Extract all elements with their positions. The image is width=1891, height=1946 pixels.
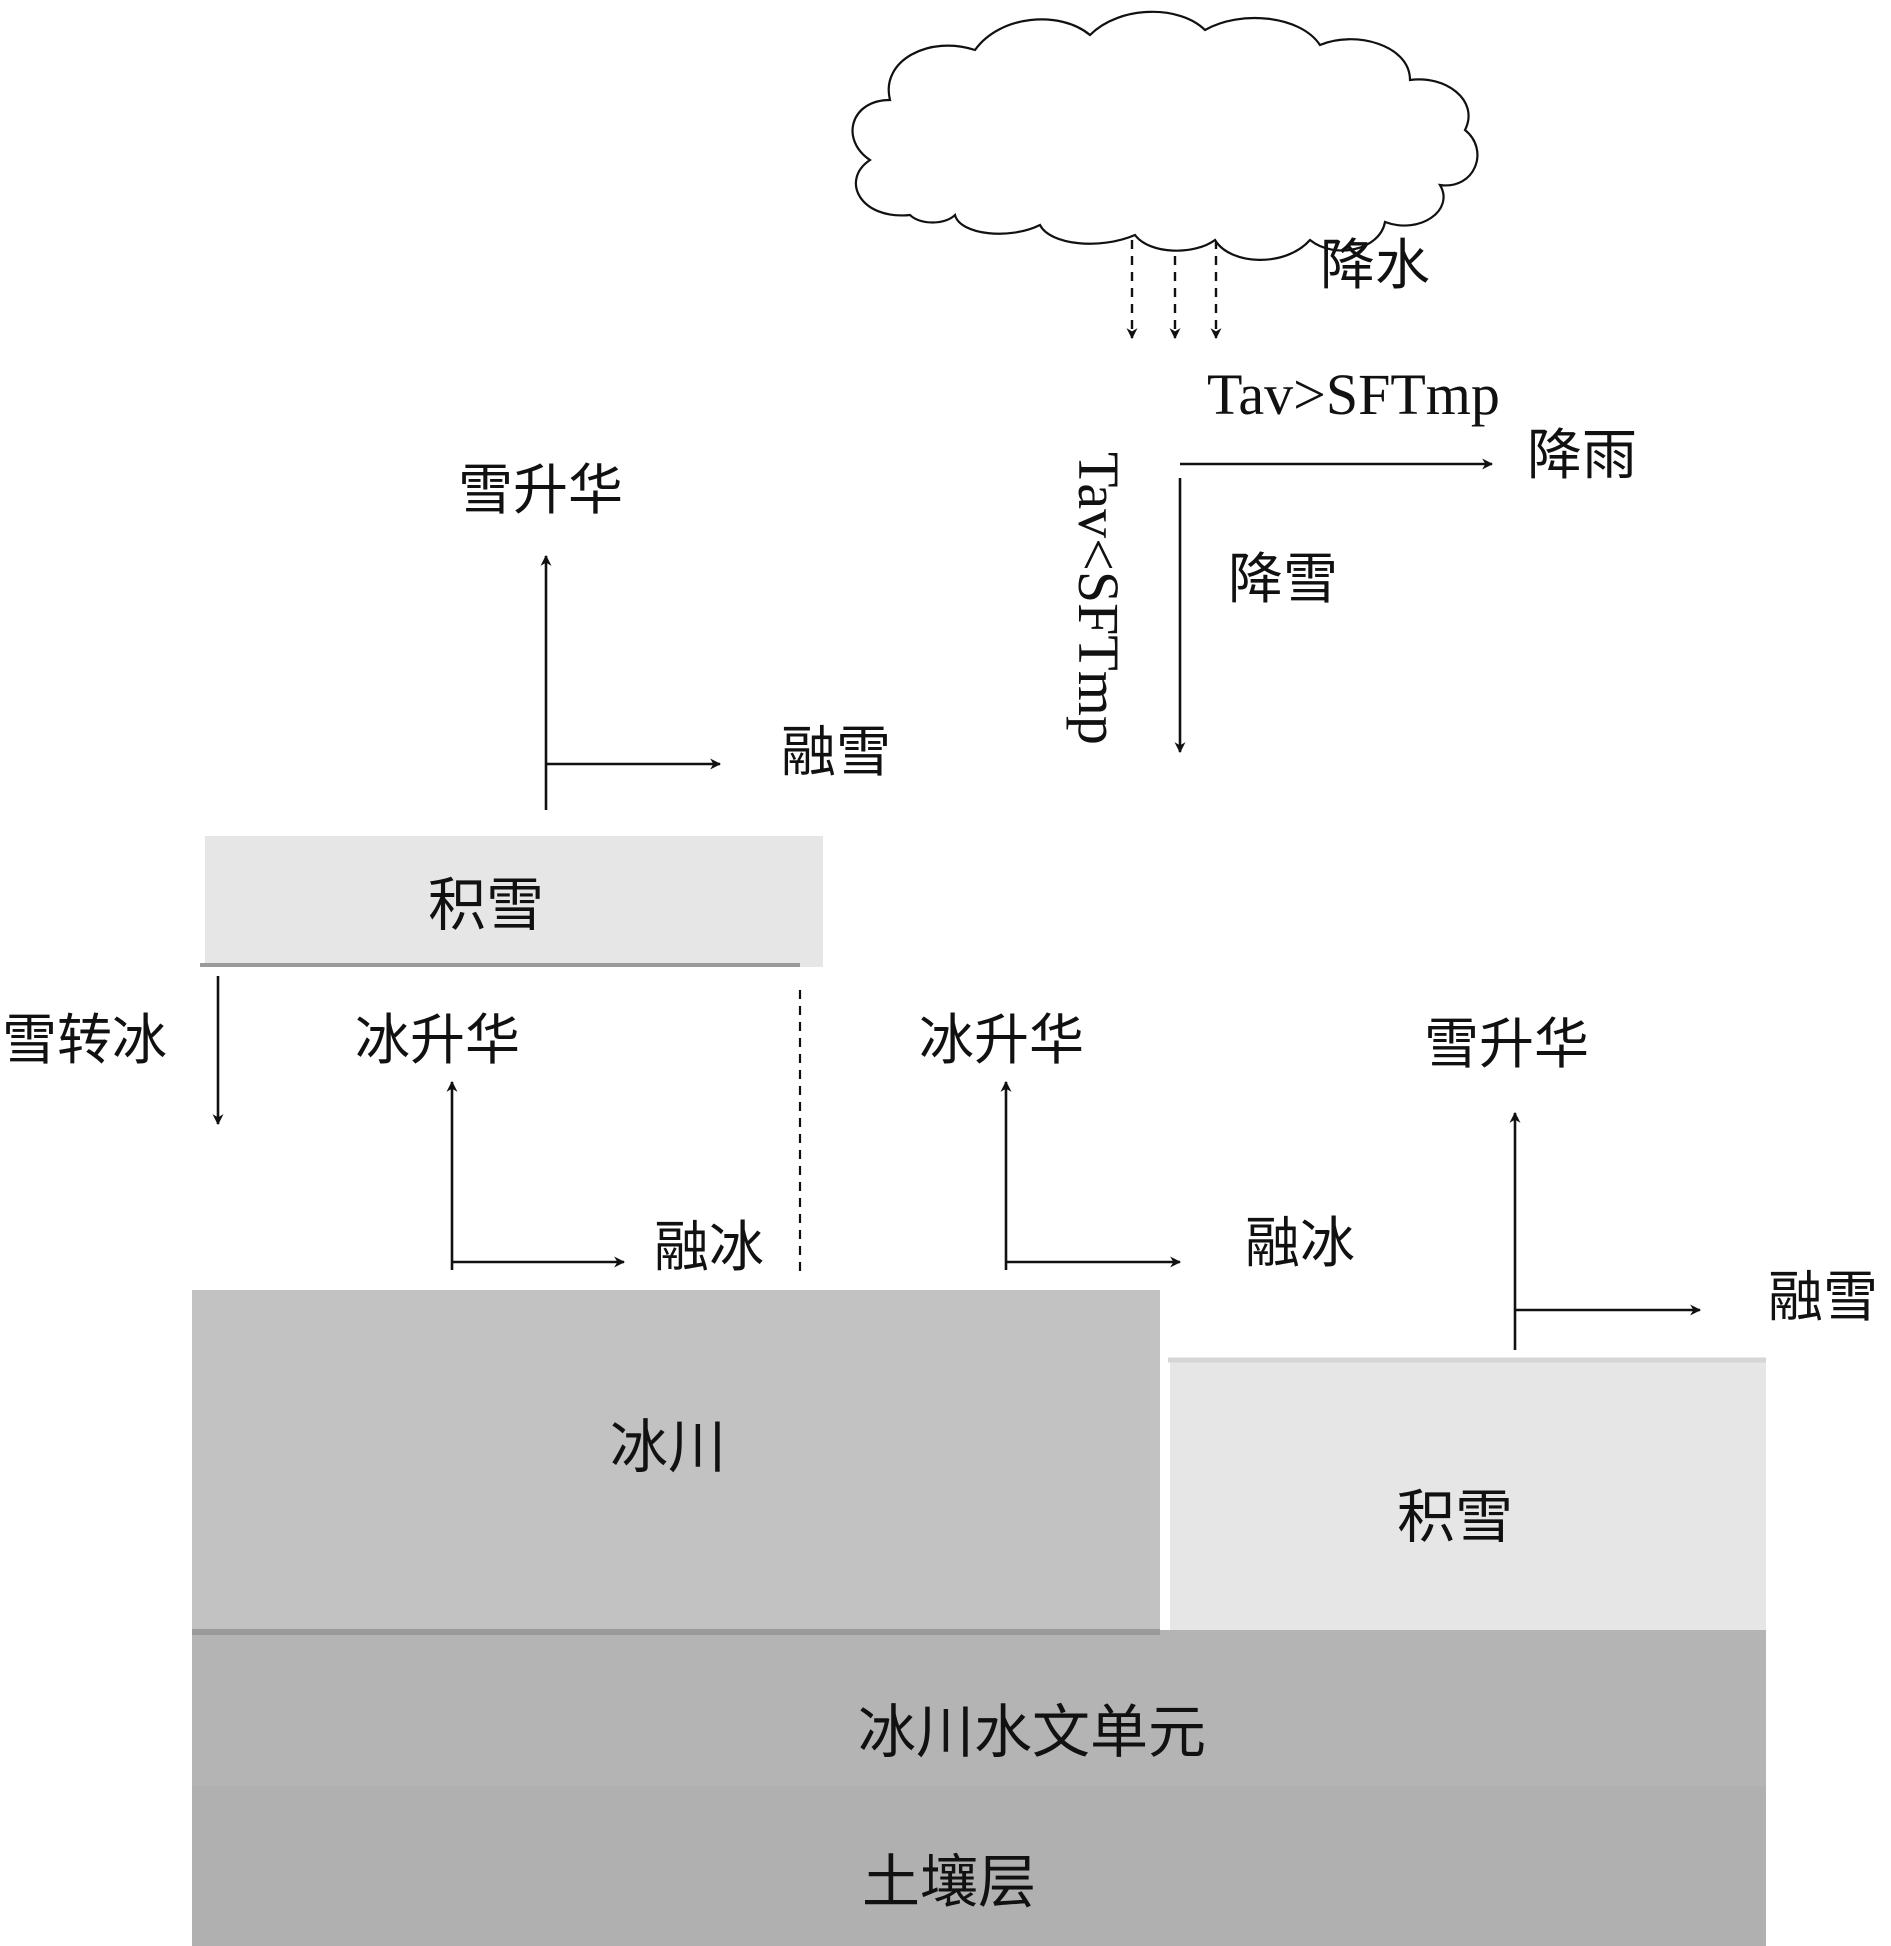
glacier-label: 冰川 <box>610 1413 727 1481</box>
glacier-box <box>192 1290 1160 1630</box>
snowfall-label: 降雪 <box>1228 547 1339 611</box>
snow-to-ice-label: 雪转冰 <box>2 1008 168 1072</box>
ice-sublimation-mid-label: 冰升华 <box>919 1008 1085 1072</box>
rain-label: 降雨 <box>1527 423 1638 487</box>
rain-condition-label: Tav>SFTmp <box>1207 362 1500 427</box>
soil-layer-box <box>192 1786 1766 1946</box>
hydro-unit-box <box>192 1630 1766 1786</box>
precipitation-label: 降水 <box>1320 233 1431 297</box>
cloud-icon <box>851 10 1479 261</box>
top-snowmelt-label: 融雪 <box>781 720 892 784</box>
ice-sublimation-left-label: 冰升华 <box>355 1008 521 1072</box>
box-edges <box>192 963 1766 1635</box>
snowpack-right-label: 积雪 <box>1397 1483 1514 1551</box>
ice-melt-mid-label: 融冰 <box>1245 1211 1356 1275</box>
flow-arrows <box>212 458 1702 1350</box>
top-snow-sublimation-label: 雪升华 <box>458 458 624 522</box>
snowpack-right-box <box>1170 1358 1766 1630</box>
snowpack-top-box <box>205 836 823 967</box>
snowpack-top-label: 积雪 <box>428 871 545 939</box>
snow-condition-label: Tav<SFTmp <box>1066 452 1131 745</box>
soil-layer-label: 土壤层 <box>862 1848 1037 1916</box>
right-snowmelt-label: 融雪 <box>1768 1265 1879 1329</box>
right-snow-sublimation-label: 雪升华 <box>1424 1012 1590 1076</box>
hydro-unit-label: 冰川水文单元 <box>858 1698 1207 1766</box>
ice-melt-left-label: 融冰 <box>654 1215 765 1279</box>
dashed-lines <box>798 240 1222 1272</box>
